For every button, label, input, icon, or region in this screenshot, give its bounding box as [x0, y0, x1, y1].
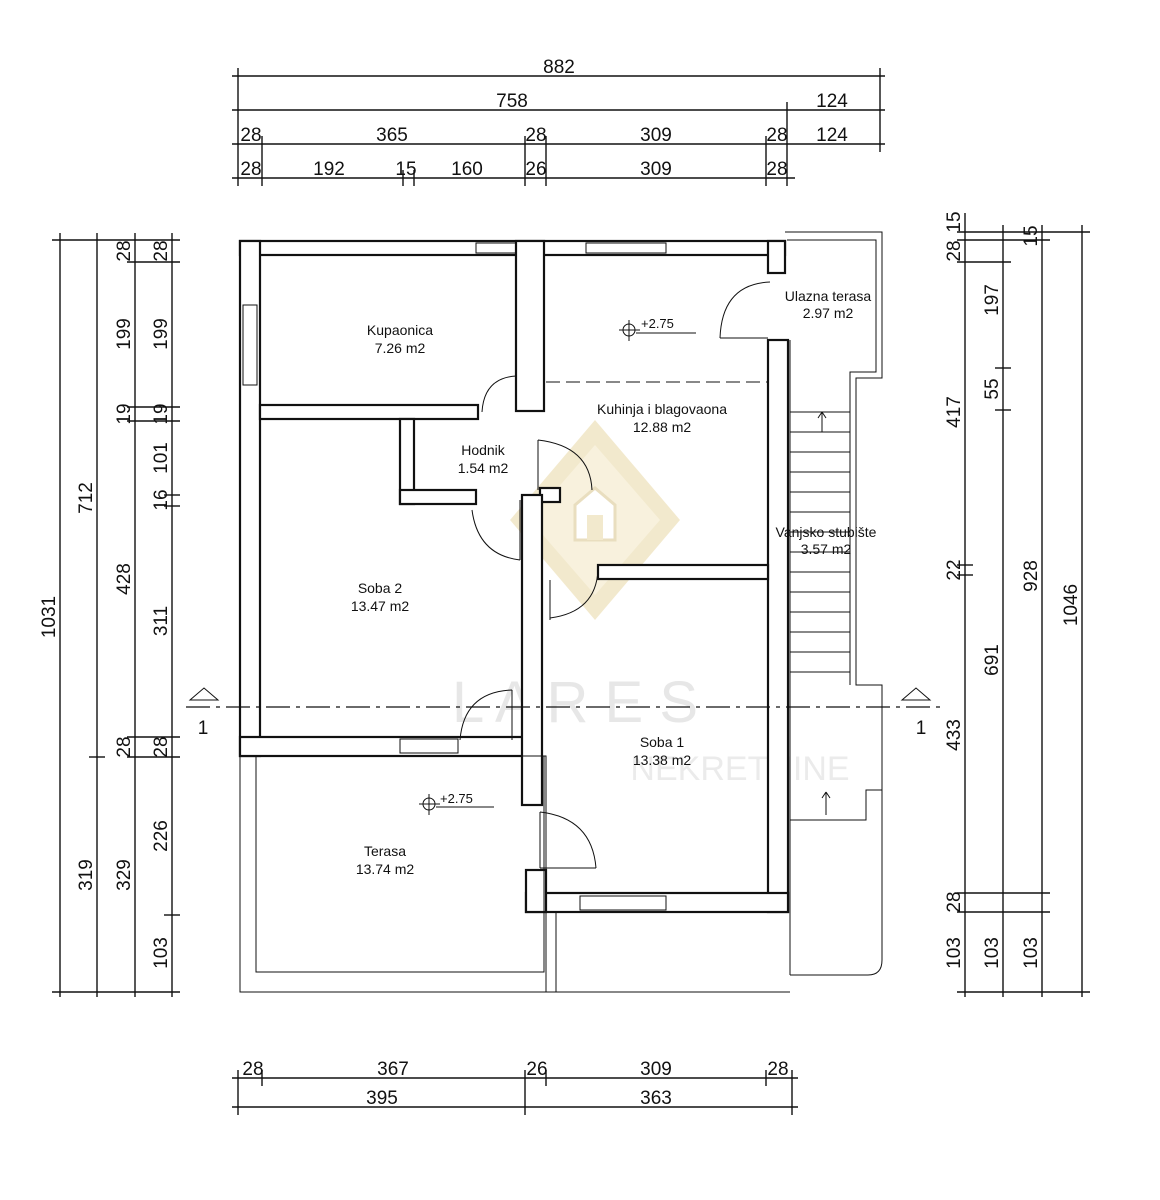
room-ulazna-terasa: Ulazna terasa 2.97 m2: [785, 288, 872, 321]
room-hodnik: Hodnik 1.54 m2: [458, 442, 509, 476]
dim-bottom-367: 367: [377, 1059, 409, 1080]
dim-right-28b: 28: [944, 891, 965, 912]
dim-left-319: 319: [76, 859, 97, 891]
room-terasa-area: 13.74 m2: [356, 861, 415, 877]
dim-top-309b: 309: [640, 159, 672, 180]
walls: [238, 231, 883, 993]
room-kupaonica-area: 7.26 m2: [375, 340, 426, 356]
dim-top-28c: 28: [766, 125, 787, 146]
dim-top-15: 15: [395, 159, 416, 180]
dim-bottom-28a: 28: [242, 1059, 263, 1080]
dim-top-28e: 28: [766, 159, 787, 180]
section-line: 1 1: [186, 687, 940, 739]
dim-top-124b: 124: [816, 125, 848, 146]
dim-left-101: 101: [151, 442, 172, 474]
left-dimensions: 1031 712 319 28 199 19 428 28 329 28 199…: [39, 233, 180, 997]
room-kuhinja-name: Kuhinja i blagovaona: [597, 401, 727, 417]
dim-right-197: 197: [982, 284, 1003, 316]
stair-treads: [790, 411, 850, 815]
dim-top-882: 882: [543, 57, 575, 78]
dim-top-160: 160: [451, 159, 483, 180]
room-kupaonica-name: Kupaonica: [367, 322, 433, 338]
right-dimensions: 28 15 417 22 433 28 103 197 55 691 103 1…: [944, 211, 1090, 997]
dim-right-928: 928: [1021, 560, 1042, 592]
level-marker-kitchen: +2.75: [619, 316, 696, 341]
dim-bottom-28b: 28: [767, 1059, 788, 1080]
dim-right-22: 22: [944, 559, 965, 580]
room-stubiste-area: 3.57 m2: [801, 541, 852, 557]
dim-left-103: 103: [151, 937, 172, 969]
room-vanjsko-stubiste: Vanjsko stubište 3.57 m2: [776, 524, 877, 557]
watermark-title: L A R E S: [452, 670, 698, 735]
room-soba2-name: Soba 2: [358, 580, 403, 596]
dim-left-329: 329: [114, 859, 135, 891]
dim-right-103a: 103: [944, 937, 965, 969]
room-soba-2: Soba 2 13.47 m2: [351, 580, 410, 614]
dim-top-124a: 124: [816, 91, 848, 112]
section-label-left: 1: [198, 718, 209, 739]
room-kuhinja-area: 12.88 m2: [633, 419, 692, 435]
dim-left-1031: 1031: [39, 596, 60, 638]
dim-bottom-363: 363: [640, 1088, 672, 1109]
dim-left-16: 16: [151, 489, 172, 510]
dim-top-28a: 28: [240, 125, 261, 146]
dim-right-55: 55: [982, 378, 1003, 399]
bottom-dimensions: 28 367 26 309 28 395 363: [232, 1059, 798, 1115]
room-kuhinja: Kuhinja i blagovaona 12.88 m2: [597, 401, 727, 435]
room-stubiste-name: Vanjsko stubište: [776, 524, 877, 540]
room-hodnik-area: 1.54 m2: [458, 460, 509, 476]
dim-left-28c: 28: [151, 240, 172, 261]
dim-left-199b: 199: [151, 318, 172, 350]
dim-left-19a: 19: [114, 403, 135, 424]
dim-right-15b: 15: [1021, 225, 1042, 246]
room-soba1-name: Soba 1: [640, 734, 685, 750]
room-soba-1: Soba 1 13.38 m2: [633, 734, 692, 768]
room-soba2-area: 13.47 m2: [351, 598, 410, 614]
room-ulazna-area: 2.97 m2: [803, 305, 854, 321]
dim-right-28: 28: [944, 240, 965, 261]
dim-right-103b: 103: [982, 937, 1003, 969]
watermark-subtitle: NEKRETNINE: [630, 750, 849, 788]
dim-left-712: 712: [76, 482, 97, 514]
room-terasa: Terasa 13.74 m2: [356, 843, 415, 877]
level-marker-terrace: +2.75: [419, 791, 494, 815]
room-terasa-name: Terasa: [364, 843, 406, 859]
dim-top-309a: 309: [640, 125, 672, 146]
dim-left-28a: 28: [114, 240, 135, 261]
watermark-logo: L A R E S NEKRETNINE: [452, 420, 850, 788]
dim-right-691: 691: [982, 644, 1003, 676]
dim-left-28b: 28: [114, 736, 135, 757]
dim-bottom-395: 395: [366, 1088, 398, 1109]
dim-bottom-26: 26: [526, 1059, 547, 1080]
dim-right-15a: 15: [944, 211, 965, 232]
dim-left-311: 311: [151, 606, 172, 636]
dim-top-28d: 28: [240, 159, 261, 180]
dim-right-1046: 1046: [1061, 584, 1082, 626]
dim-left-226: 226: [151, 820, 172, 852]
room-ulazna-name: Ulazna terasa: [785, 288, 872, 304]
dim-left-19b: 19: [151, 403, 172, 424]
dim-top-26: 26: [525, 159, 546, 180]
dim-top-365: 365: [376, 125, 408, 146]
dim-right-417: 417: [944, 396, 965, 428]
room-hodnik-name: Hodnik: [461, 442, 506, 458]
dim-left-28d: 28: [151, 736, 172, 757]
level-terrace-text: +2.75: [440, 791, 473, 806]
top-dimensions: 882 758 124 28 365 28 309 28 124 28 192 …: [232, 57, 885, 186]
doors: [459, 281, 771, 869]
dim-left-428: 428: [114, 563, 135, 595]
dim-top-192: 192: [313, 159, 345, 180]
level-kitchen-text: +2.75: [641, 316, 674, 331]
dim-top-28b: 28: [525, 125, 546, 146]
section-label-right: 1: [916, 718, 927, 739]
dim-bottom-309: 309: [640, 1059, 672, 1080]
room-kupaonica: Kupaonica 7.26 m2: [367, 322, 433, 356]
dim-top-758: 758: [496, 91, 528, 112]
dim-right-103c: 103: [1021, 937, 1042, 969]
dim-right-433: 433: [944, 719, 965, 751]
dim-left-199a: 199: [114, 318, 135, 350]
room-soba1-area: 13.38 m2: [633, 752, 692, 768]
